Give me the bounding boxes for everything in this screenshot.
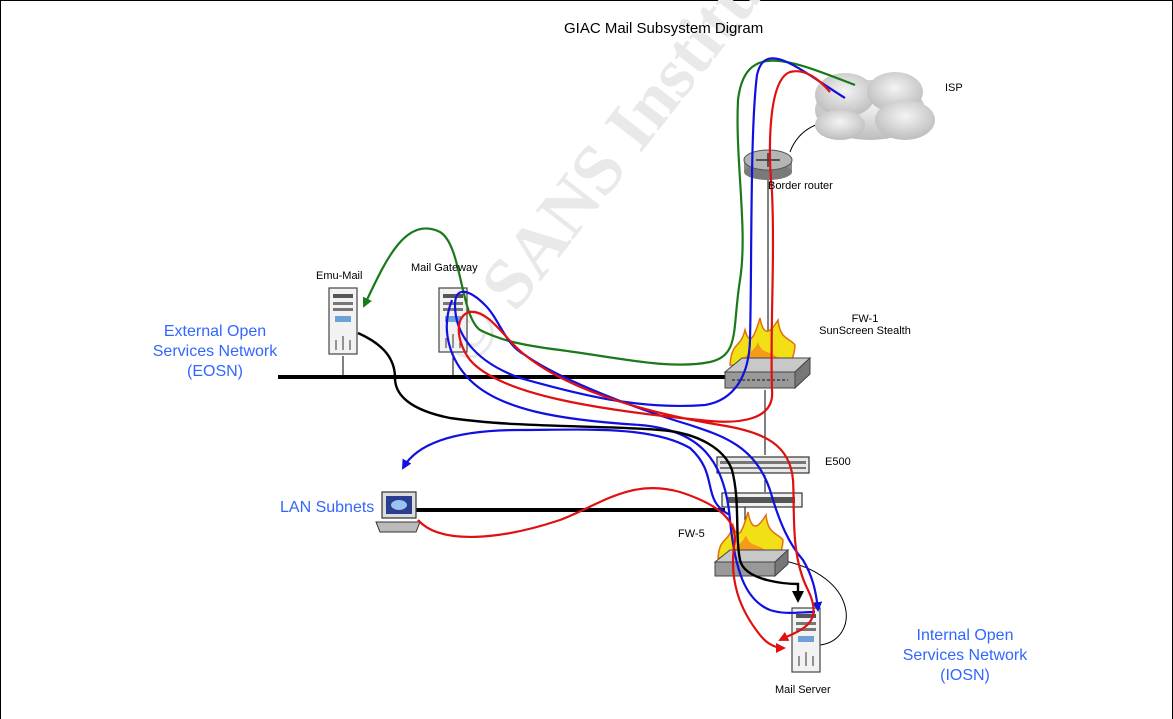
e500-label: E500 [825, 456, 851, 468]
mail-gateway-label: Mail Gateway [411, 262, 478, 274]
iosn-network-label: Internal Open Services Network (IOSN) [880, 626, 1050, 686]
mail-server-icon [792, 608, 820, 672]
green-flow-path [364, 61, 855, 365]
border-router-label: Border router [768, 180, 833, 192]
eosn-network-label: External Open Services Network (EOSN) [135, 322, 295, 382]
mail-gateway-server-icon [439, 288, 467, 352]
emu-mail-server-icon [329, 288, 357, 354]
iosn-label-line1: Internal Open [880, 626, 1050, 646]
iosn-label-line3: (IOSN) [880, 666, 1050, 686]
eosn-label-line3: (EOSN) [135, 362, 295, 382]
isp-cloud [815, 72, 935, 140]
blue-flow-path-lan [403, 430, 730, 515]
fw5-label: FW-5 [678, 528, 705, 540]
isp-label: ISP [945, 82, 963, 94]
fw1-label: FW-1 SunScreen Stealth [800, 313, 930, 337]
fw1-label-line2: SunScreen Stealth [800, 325, 930, 337]
lan-workstation-icon [376, 492, 420, 532]
eosn-label-line2: Services Network [135, 342, 295, 362]
fw5-firewall-icon [715, 512, 788, 576]
mail-server-label: Mail Server [775, 684, 831, 696]
emu-mail-label: Emu-Mail [316, 270, 362, 282]
diagram-title: GIAC Mail Subsystem Digram [564, 20, 763, 37]
iosn-label-line2: Services Network [880, 646, 1050, 666]
lan-subnets-label: LAN Subnets [280, 499, 374, 517]
blue-flow-path-isp [455, 58, 845, 610]
eosn-label-line1: External Open [135, 322, 295, 342]
fw1-label-line1: FW-1 [800, 313, 930, 325]
lan-switch-icon [722, 493, 802, 507]
